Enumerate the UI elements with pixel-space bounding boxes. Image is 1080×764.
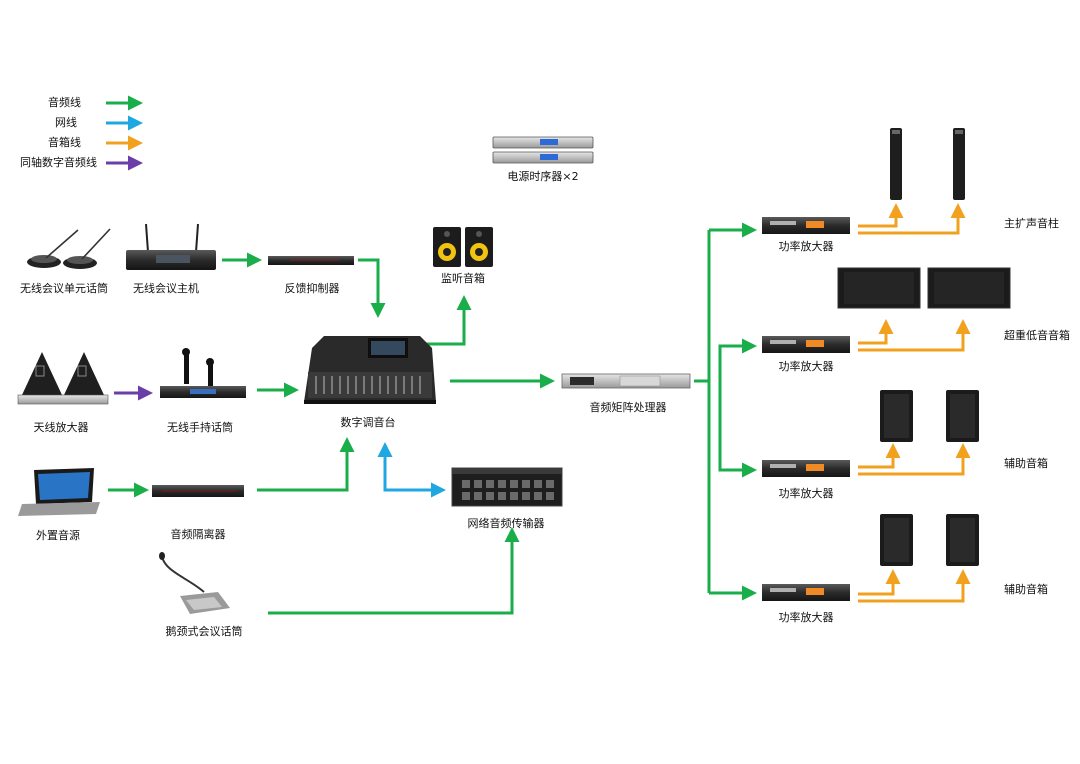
subwoofers-image — [837, 267, 1011, 309]
audio-isolator-image — [152, 485, 244, 497]
amplifier-2-image — [762, 336, 850, 353]
power-sequencer-image — [492, 136, 594, 164]
digital-mixer-label: 数字调音台 — [340, 416, 396, 429]
amp3-to-aux-a-line — [858, 443, 901, 469]
legend-audio-label: 音频线 — [48, 96, 81, 109]
amp1-to-column-a-line — [858, 203, 904, 228]
column-speakers-image — [890, 128, 965, 200]
monitor-speakers-image — [433, 227, 493, 267]
power-sequencer-label: 电源时序器×2 — [507, 170, 579, 183]
legend-speaker-label: 音箱线 — [48, 136, 81, 149]
mixer-to-monitor-line — [422, 295, 472, 346]
amp2-to-sub-b-line — [858, 319, 971, 352]
gooseneck-mic-image — [159, 552, 230, 614]
aux-speakers-2-image — [880, 514, 979, 566]
gooseneck-to-transmitter-line — [268, 527, 520, 615]
network-transmitter-label: 网络音频传输器 — [467, 517, 545, 530]
amplifier-3-image — [762, 460, 850, 477]
digital-mixer-image — [304, 336, 436, 404]
legend-network-label: 网线 — [55, 116, 77, 129]
wireless-handheld-image — [160, 348, 246, 398]
mixer-to-transmitter-network-line — [383, 448, 446, 498]
legend-arrows — [106, 95, 143, 171]
feedback-to-mixer-line — [358, 258, 386, 318]
to-amp-2-line — [718, 338, 757, 381]
amp-1-label: 功率放大器 — [778, 240, 834, 253]
amplifier-4-image — [762, 584, 850, 601]
amp4-to-aux-a-line — [858, 569, 901, 596]
network-transmitter-image — [451, 467, 563, 507]
matrix-processor-label: 音频矩阵处理器 — [589, 401, 667, 414]
speaker-lines — [858, 203, 971, 603]
external-source-label: 外置音源 — [36, 529, 80, 542]
main-column-label: 主扩声音柱 — [1004, 217, 1059, 230]
amp2-to-sub-a-line — [858, 319, 894, 345]
amplifier-1-image — [762, 217, 850, 234]
wireless-host-label: 无线会议主机 — [133, 282, 199, 295]
feedback-suppressor-label: 反馈抑制器 — [284, 282, 340, 295]
amp1-to-column-b-line — [858, 203, 966, 235]
amp-3-label: 功率放大器 — [778, 487, 834, 500]
aux-1-label: 辅助音箱 — [1004, 457, 1048, 470]
wireless-mic-units-label: 无线会议单元话筒 — [20, 282, 108, 295]
to-amp-3-line — [718, 381, 757, 478]
gooseneck-mic-label: 鹅颈式会议话筒 — [165, 625, 243, 638]
matrix-processor-image — [561, 373, 691, 389]
wireless-host-image — [126, 223, 216, 270]
isolator-to-mixer-line — [257, 437, 355, 492]
legend-coax-label: 同轴数字音频线 — [20, 156, 97, 169]
aux-2-label: 辅助音箱 — [1004, 583, 1048, 596]
audio-isolator-label: 音频隔离器 — [170, 528, 226, 541]
amp-4-label: 功率放大器 — [778, 611, 834, 624]
amp3-to-aux-b-line — [858, 443, 971, 476]
aux-speakers-1-image — [880, 390, 979, 442]
amp-2-label: 功率放大器 — [778, 360, 834, 373]
subwoofer-label: 超重低音音箱 — [1004, 329, 1070, 342]
feedback-suppressor-image — [268, 256, 354, 265]
monitor-speakers-label: 监听音箱 — [441, 272, 485, 285]
external-source-image — [18, 468, 100, 516]
antenna-amp-label: 天线放大器 — [33, 421, 89, 434]
wireless-handheld-label: 无线手持话筒 — [167, 421, 233, 434]
wireless-mic-units-image — [27, 228, 111, 269]
amp4-to-aux-b-line — [858, 569, 971, 603]
audio-lines — [108, 222, 757, 615]
antenna-amp-image — [17, 352, 109, 405]
